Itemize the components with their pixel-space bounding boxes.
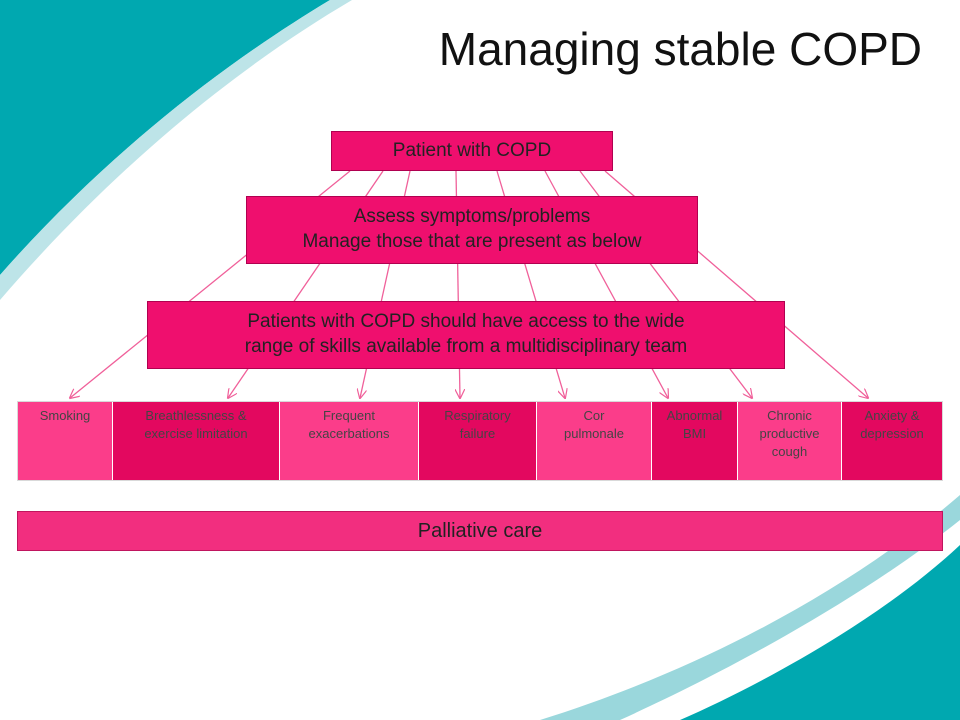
- problem-text: Respiratory: [444, 408, 511, 423]
- problem-text: cough: [771, 444, 808, 460]
- assess-box: Assess symptoms/problems Manage those th…: [246, 196, 698, 264]
- patient-box: Patient with COPD: [331, 131, 613, 171]
- team-box: Patients with COPD should have access to…: [147, 301, 785, 369]
- assess-box-line1: Assess symptoms/problems: [353, 206, 591, 228]
- problem-text: BMI: [682, 426, 707, 442]
- problem-text: productive: [759, 426, 820, 442]
- problem-cell-exacerbations: Frequent exacerbations: [280, 402, 419, 480]
- team-box-line2: range of skills available from a multidi…: [244, 336, 688, 357]
- problem-cell-respiratory-failure: Respiratory failure: [419, 402, 537, 480]
- problem-cell-chronic-cough: Chronic productive cough: [738, 402, 842, 480]
- problem-text: exacerbations: [308, 426, 390, 442]
- problem-text: Breathlessness &: [145, 408, 247, 423]
- problem-text: failure: [459, 426, 496, 442]
- palliative-care-box: Palliative care: [17, 511, 943, 551]
- problem-text: Cor: [583, 408, 605, 423]
- top-left-teal-swoosh: [0, 0, 330, 275]
- problem-text: exercise limitation: [144, 426, 248, 442]
- problem-text: Frequent: [322, 408, 376, 423]
- bottom-right-teal-swoosh: [680, 545, 960, 720]
- problem-row: Smoking Breathlessness & exercise limita…: [17, 401, 943, 481]
- problem-text: Abnormal: [666, 408, 723, 423]
- problem-text: pulmonale: [564, 426, 624, 442]
- problem-cell-cor-pulmonale: Cor pulmonale: [537, 402, 652, 480]
- problem-cell-breathlessness: Breathlessness & exercise limitation: [113, 402, 280, 480]
- problem-text: Chronic: [767, 408, 812, 423]
- assess-box-line2: Manage those that are present as below: [302, 231, 642, 252]
- problem-cell-anxiety-depression: Anxiety & depression: [842, 402, 942, 480]
- problem-text: Anxiety &: [864, 408, 920, 423]
- problem-cell-abnormal-bmi: Abnormal BMI: [652, 402, 738, 480]
- problem-text: Smoking: [39, 408, 91, 423]
- problem-cell-smoking: Smoking: [18, 402, 113, 480]
- page-title: Managing stable COPD: [438, 23, 922, 75]
- team-box-line1: Patients with COPD should have access to…: [247, 311, 685, 333]
- problem-text: depression: [860, 426, 924, 442]
